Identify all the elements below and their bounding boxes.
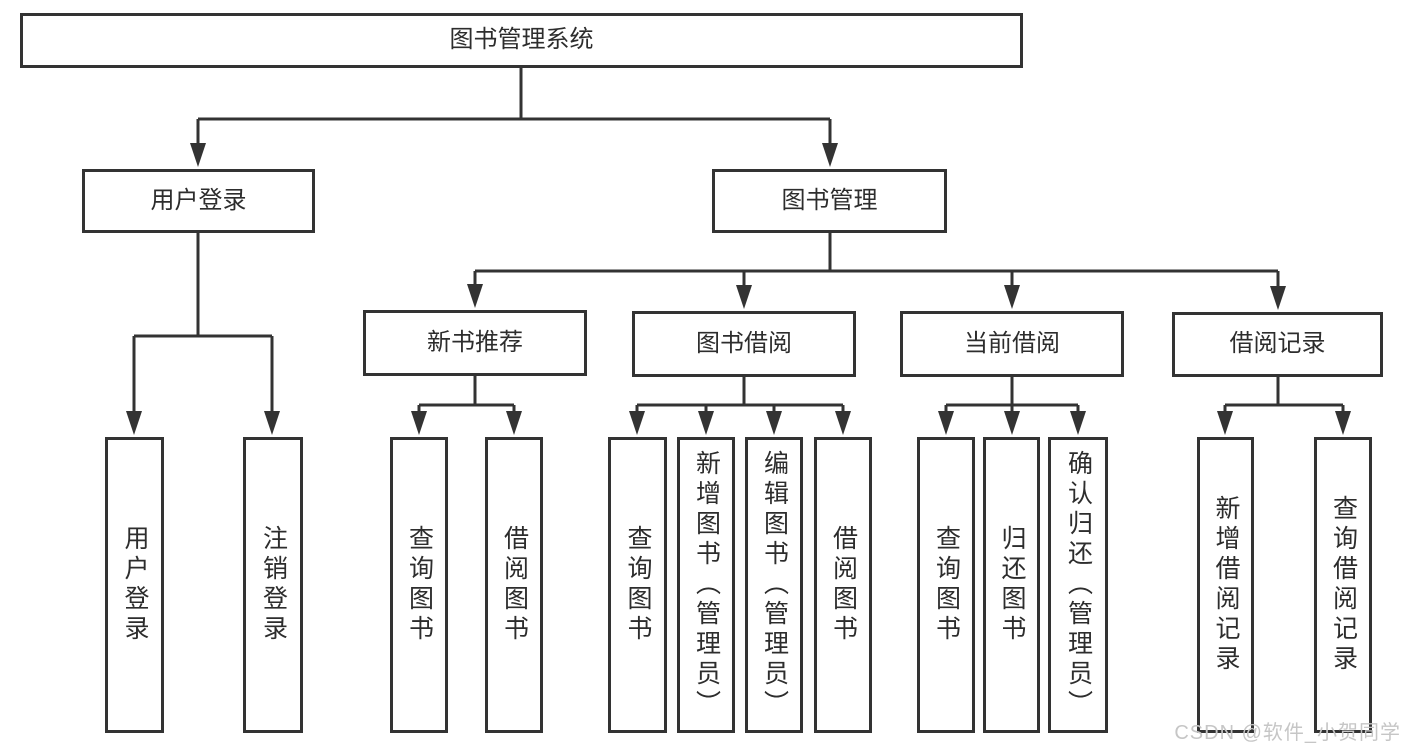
node-book-borrow: 图书借阅 [632,311,856,377]
connector-paths [132,68,1345,418]
node-new-book-recommend: 新书推荐 [363,310,587,376]
csdn-watermark: CSDN @软件_小贺同学 [1174,722,1401,744]
leaf-logout: 注销登录 [243,437,303,733]
arrowheads [126,143,1351,435]
leaf-add-borrow-record: 新增借阅记录 [1197,437,1254,733]
leaf-query-book-borrow: 查询图书 [608,437,667,733]
leaf-edit-book-admin: 编辑图书（管理员） [745,437,803,733]
node-current-borrow: 当前借阅 [900,311,1124,377]
leaf-query-book-recommend: 查询图书 [390,437,448,733]
leaf-query-borrow-record: 查询借阅记录 [1314,437,1372,733]
leaf-confirm-return-admin: 确认归还（管理员） [1048,437,1108,733]
leaf-add-book-admin: 新增图书（管理员） [677,437,735,733]
leaf-query-book-current: 查询图书 [917,437,975,733]
leaf-borrow-book-recommend: 借阅图书 [485,437,543,733]
leaf-borrow-book: 借阅图书 [814,437,872,733]
leaf-return-book: 归还图书 [983,437,1040,733]
leaf-user-login: 用户登录 [105,437,164,733]
node-root-system: 图书管理系统 [20,13,1023,68]
node-book-management: 图书管理 [712,169,947,233]
node-borrow-records: 借阅记录 [1172,312,1383,377]
node-user-login: 用户登录 [82,169,315,233]
